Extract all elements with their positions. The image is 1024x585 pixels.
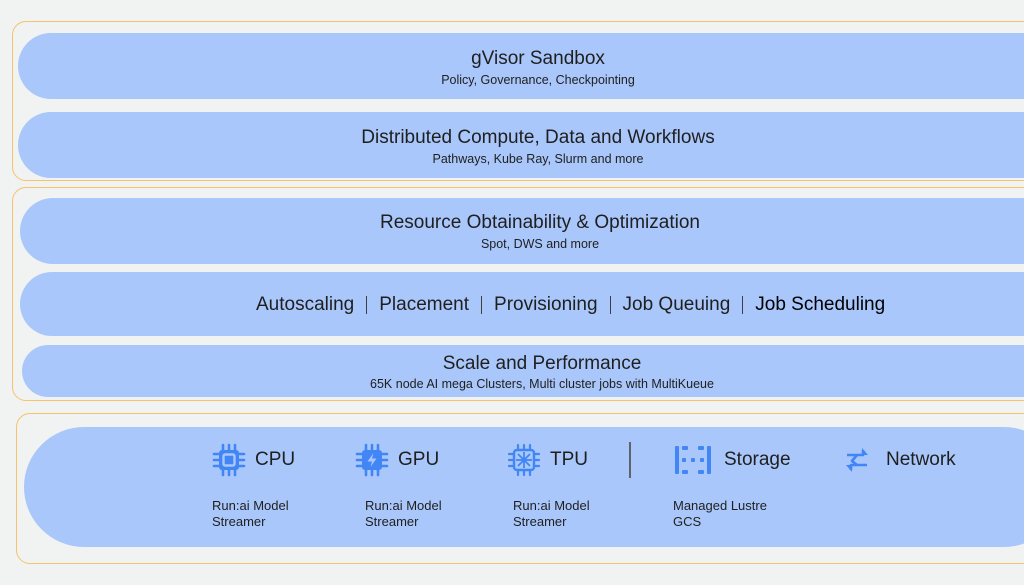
tpu-chip-icon <box>507 443 541 477</box>
detail-line: Run:ai Model <box>365 498 442 513</box>
cpu-label: CPU <box>255 449 296 470</box>
storage-icon <box>674 443 712 477</box>
tpu-resource: TPU <box>507 443 588 477</box>
vertical-divider <box>629 442 631 478</box>
detail-line: Streamer <box>212 514 266 529</box>
layer-title: gVisor Sandbox <box>471 48 605 69</box>
gpu-details: Run:ai Model Streamer <box>365 498 442 530</box>
tpu-label: TPU <box>550 449 588 470</box>
network-label: Network <box>886 449 956 470</box>
detail-line: Run:ai Model <box>513 498 590 513</box>
divider <box>481 296 483 314</box>
layer-title: Resource Obtainability & Optimization <box>380 212 700 233</box>
upper-group-frame <box>12 21 1024 181</box>
detail-line: GCS <box>673 514 702 529</box>
detail-line: Streamer <box>365 514 419 529</box>
placement-item: Placement <box>379 294 470 315</box>
provisioning-item: Provisioning <box>494 294 598 315</box>
storage-label: Storage <box>724 449 791 470</box>
layer-title: Distributed Compute, Data and Workflows <box>361 127 715 148</box>
layer-title: Scale and Performance <box>442 353 642 374</box>
middle-group-frame <box>12 187 1024 401</box>
distributed-compute-layer: Distributed Compute, Data and Workflows … <box>18 112 1024 178</box>
autoscaling-item: Autoscaling <box>256 294 355 315</box>
job-scheduling-item: Job Scheduling <box>755 294 886 315</box>
tpu-details: Run:ai Model Streamer <box>513 498 590 530</box>
infrastructure-group-frame <box>16 413 1024 564</box>
layer-subtitle: Spot, DWS and more <box>480 237 600 251</box>
gpu-label: GPU <box>398 449 440 470</box>
scheduling-items: Autoscaling Placement Provisioning Job Q… <box>256 294 885 316</box>
storage-details: Managed Lustre GCS <box>673 498 767 530</box>
detail-line: Managed Lustre <box>673 498 767 513</box>
gvisor-sandbox-layer: gVisor Sandbox Policy, Governance, Check… <box>18 33 1024 99</box>
scale-performance-layer: Scale and Performance 65K node AI mega C… <box>22 345 1024 397</box>
network-resource: Network <box>842 443 956 477</box>
storage-resource: Storage <box>674 443 791 477</box>
cpu-chip-icon <box>212 443 246 477</box>
divider <box>366 296 368 314</box>
detail-line: Streamer <box>513 514 567 529</box>
network-icon <box>842 443 872 477</box>
layer-subtitle: 65K node AI mega Clusters, Multi cluster… <box>370 377 714 391</box>
layer-subtitle: Pathways, Kube Ray, Slurm and more <box>432 152 644 166</box>
layer-subtitle: Policy, Governance, Checkpointing <box>441 73 635 87</box>
detail-line: Run:ai Model <box>212 498 289 513</box>
scheduling-layer: Autoscaling Placement Provisioning Job Q… <box>20 272 1024 336</box>
resource-obtainability-layer: Resource Obtainability & Optimization Sp… <box>20 198 1024 264</box>
gpu-resource: GPU <box>355 443 439 477</box>
divider <box>609 296 611 314</box>
job-queuing-item: Job Queuing <box>622 294 731 315</box>
cpu-details: Run:ai Model Streamer <box>212 498 289 530</box>
cpu-resource: CPU <box>212 443 295 477</box>
divider <box>742 296 744 314</box>
gpu-chip-icon <box>355 443 389 477</box>
infrastructure-layer: CPU Run:ai Model Streamer GPU Run:ai Mod… <box>24 427 1024 547</box>
